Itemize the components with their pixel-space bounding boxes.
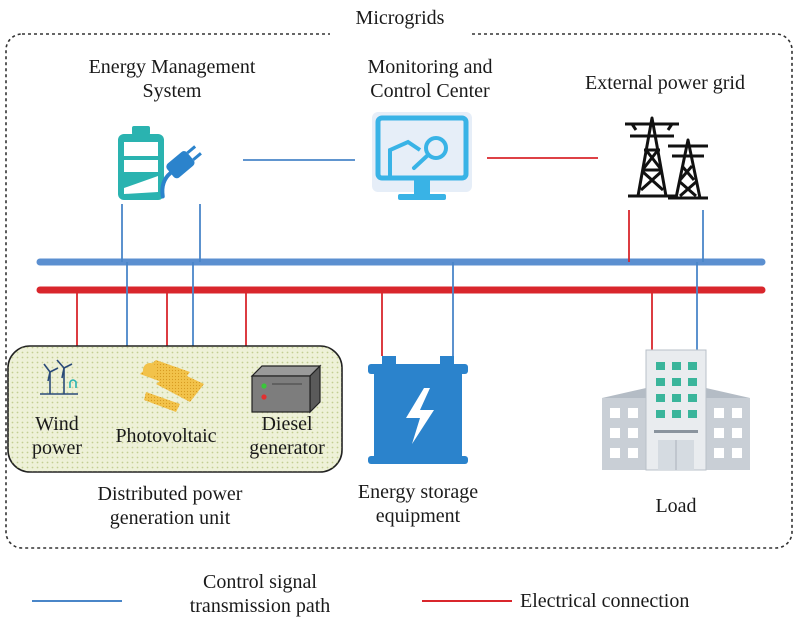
connections xyxy=(76,157,704,356)
external-grid-label: External power grid xyxy=(585,72,745,94)
wind-label: Wind power xyxy=(32,413,82,459)
power-tower-icon xyxy=(625,116,708,200)
legend-control-label: Control signal transmission path xyxy=(189,571,331,617)
pv-label: Photovoltaic xyxy=(115,425,217,447)
storage-label: Energy storage equipment xyxy=(357,481,479,527)
building-icon xyxy=(602,349,750,471)
monitoring-label: Monitoring and Control Center xyxy=(367,56,493,102)
distributed-label: Distributed power generation unit xyxy=(97,483,243,529)
solar-panel-icon xyxy=(140,360,204,412)
diagram-title: Microgrids xyxy=(355,7,445,29)
battery-plug-icon xyxy=(118,126,202,200)
ems-label: Energy Management System xyxy=(88,56,256,102)
monitor-icon xyxy=(372,112,472,200)
legend-electrical-label: Electrical connection xyxy=(520,590,690,612)
diesel-generator-icon xyxy=(250,364,322,414)
microgrid-boundary xyxy=(5,33,793,549)
load-label: Load xyxy=(655,495,697,517)
battery-bolt-icon xyxy=(368,356,468,464)
diesel-label: Diesel generator xyxy=(249,413,325,459)
title-backdrop xyxy=(330,26,470,44)
wind-turbine-icon xyxy=(40,359,78,395)
